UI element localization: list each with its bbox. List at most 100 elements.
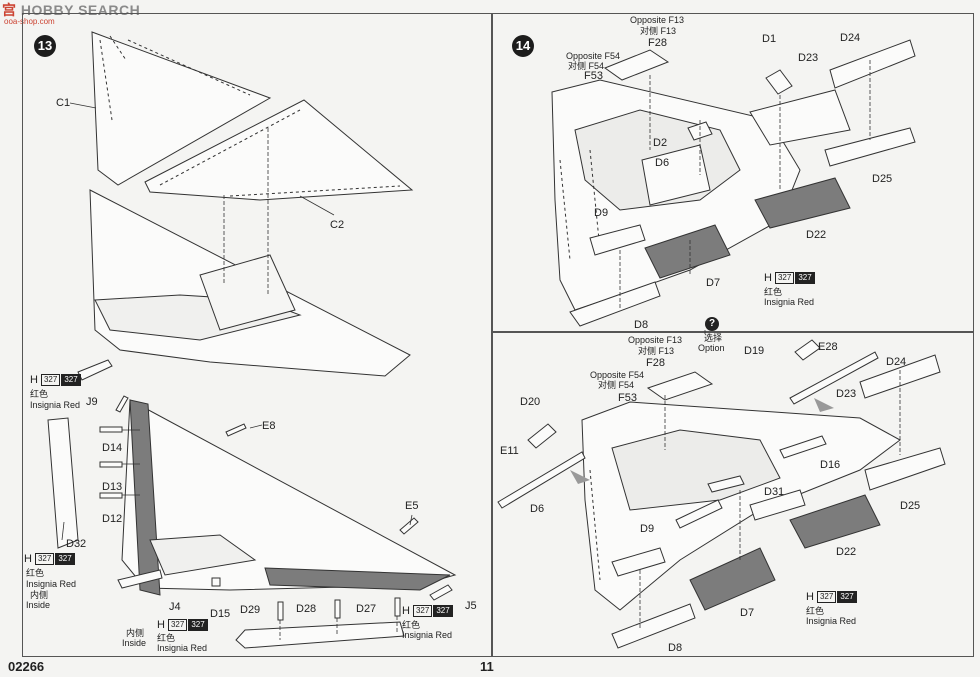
paint-box-2: 327 — [433, 605, 453, 617]
label-d1: D1 — [762, 33, 777, 45]
option-en: Option — [698, 343, 725, 353]
label-opposite-f13-cn-top: 对侧 F13 — [640, 26, 677, 36]
label-d29: D29 — [240, 604, 261, 616]
label-d16: D16 — [820, 459, 841, 471]
paint-cn-right: 红色 — [402, 620, 421, 630]
step13-small-parts — [99, 395, 453, 621]
paint-callout-bottom: H 327 327 — [157, 619, 208, 631]
paint-box-1: 327 — [816, 591, 837, 603]
label-opposite-f13-bottom: Opposite F13 — [628, 335, 683, 345]
paint-box-2: 327 — [795, 272, 815, 284]
label-d12: D12 — [102, 513, 123, 525]
paint-box-1: 327 — [774, 272, 795, 284]
label-d14: D14 — [102, 442, 123, 454]
paint-en-bottom: Insignia Red — [157, 643, 208, 653]
label-e8: E8 — [262, 420, 276, 432]
paint-box-2: 327 — [188, 619, 208, 631]
label-d19: D19 — [744, 345, 765, 357]
paint-box-2: 327 — [837, 591, 857, 603]
label-d7-bottom: D7 — [740, 607, 755, 619]
c1-wing-part — [91, 31, 272, 186]
watermark-brand-cn: 宫 — [2, 2, 17, 18]
step14-bottom-panel — [492, 331, 974, 657]
label-d23-top: D23 — [798, 52, 819, 64]
label-d8-top: D8 — [634, 319, 649, 331]
watermark-url: ooa-shop.com — [4, 17, 55, 26]
paint-cn-left: 红色 — [26, 568, 45, 578]
paint-en-top: Insignia Red — [30, 400, 81, 410]
label-d15: D15 — [210, 608, 231, 620]
label-e28: E28 — [818, 341, 838, 353]
option-question-icon: ? — [705, 317, 719, 331]
label-d7-top: D7 — [706, 277, 721, 289]
c2-wing-part — [144, 99, 414, 201]
label-c1: C1 — [56, 97, 71, 109]
step14-top-panel — [492, 13, 974, 333]
label-d22-top: D22 — [806, 229, 827, 241]
label-d9-bottom: D9 — [640, 523, 655, 535]
label-opposite-f13-top: Opposite F13 — [630, 15, 685, 25]
label-e5: E5 — [405, 500, 419, 512]
label-d25-bottom: D25 — [900, 500, 921, 512]
paint-cn-step14-top: 红色 — [764, 287, 783, 297]
paint-code: H — [157, 619, 165, 631]
paint-code: H — [806, 591, 814, 603]
paint-cn-bottom: 红色 — [157, 633, 176, 643]
assembly-guide-lines — [61, 60, 901, 640]
label-d8-bottom: D8 — [668, 642, 683, 654]
step14-top-panels — [569, 39, 916, 327]
d15-flap-part — [235, 621, 405, 649]
paint-code: H — [24, 553, 32, 565]
label-d9-top: D9 — [594, 207, 609, 219]
paint-callout-top: H 327 327 — [30, 374, 81, 386]
paint-cn-step14-bottom: 红色 — [806, 606, 825, 616]
kit-number: 02266 — [8, 659, 45, 674]
paint-box-1: 327 — [34, 553, 55, 565]
paint-callout-right: H 327 327 — [402, 605, 453, 617]
paint-box-2: 327 — [55, 553, 75, 565]
label-d24-top: D24 — [840, 32, 861, 44]
inside-en-left: Inside — [26, 600, 51, 610]
label-f53-bottom: F53 — [618, 392, 637, 404]
option-cn: 选择 — [704, 333, 723, 343]
label-f28-top: F28 — [648, 37, 667, 49]
label-opposite-f54-bottom: Opposite F54 — [590, 370, 645, 380]
label-d2: D2 — [653, 137, 668, 149]
label-d31: D31 — [764, 486, 785, 498]
paint-en-right: Insignia Red — [402, 630, 453, 640]
inside-cn-left: 内侧 — [30, 590, 49, 600]
label-opposite-f54-cn-top: 对侧 F54 — [568, 61, 605, 71]
label-d22-bottom: D22 — [836, 546, 857, 558]
watermark-brand-text: HOBBY SEARCH — [20, 2, 141, 18]
direction-arrows — [570, 398, 834, 484]
watermark: 宫 HOBBY SEARCH — [2, 0, 140, 20]
paint-cn-top: 红色 — [30, 389, 49, 399]
paint-callout-left: H 327 327 — [24, 553, 75, 565]
page-number: 11 — [480, 659, 494, 674]
paint-code: H — [30, 374, 38, 386]
label-d25-top: D25 — [872, 173, 893, 185]
label-j9: J9 — [86, 396, 98, 408]
paint-code: H — [402, 605, 410, 617]
label-j4: J4 — [169, 601, 181, 613]
label-opposite-f54-cn-bottom: 对侧 F54 — [598, 380, 635, 390]
label-d23-bottom: D23 — [836, 388, 857, 400]
wing-assembly-bottom — [117, 399, 457, 596]
step14-number: 14 — [512, 35, 534, 57]
label-d32: D32 — [66, 538, 87, 550]
wing-assembly-middle — [77, 189, 411, 381]
label-d24-bottom: D24 — [886, 356, 907, 368]
inside-en-bottom: Inside — [122, 638, 147, 648]
label-f53-top: F53 — [584, 70, 603, 82]
paint-box-1: 327 — [40, 374, 61, 386]
paint-callout-step14-top: H 327 327 — [764, 272, 815, 284]
label-d6-top: D6 — [655, 157, 670, 169]
label-j5: J5 — [465, 600, 477, 612]
paint-box-2: 327 — [61, 374, 81, 386]
label-d6-bottom: D6 — [530, 503, 545, 515]
label-d27: D27 — [356, 603, 377, 615]
paint-en-step14-bottom: Insignia Red — [806, 616, 857, 626]
inside-cn-bottom: 内侧 — [126, 628, 145, 638]
